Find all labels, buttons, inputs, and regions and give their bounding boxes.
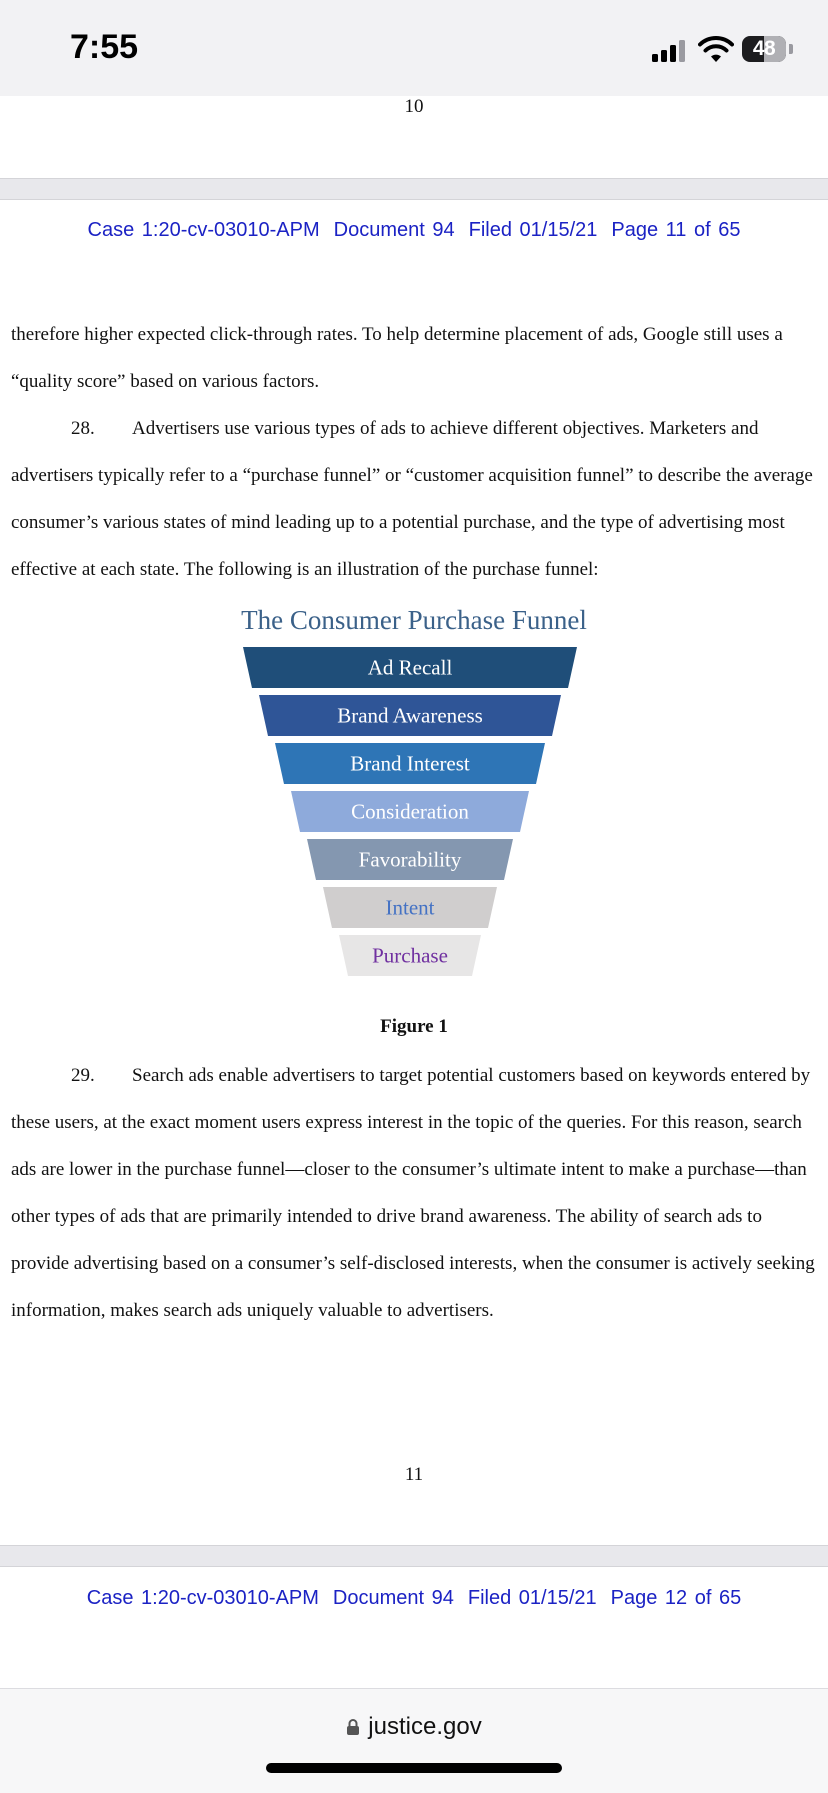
domain-text: justice.gov <box>368 1713 482 1740</box>
funnel-stage <box>323 887 497 928</box>
battery-icon: 48 <box>742 36 786 62</box>
home-indicator[interactable] <box>266 1763 562 1773</box>
page-separator <box>0 178 828 200</box>
document-number: Document 94 <box>333 219 455 241</box>
paragraph-text: Search ads enable advertisers to target … <box>11 1065 815 1321</box>
funnel-stage-label: Consideration <box>351 800 469 824</box>
funnel-stage <box>307 839 513 880</box>
paragraph-number: 29. <box>71 1065 95 1086</box>
battery-level: 48 <box>752 37 776 60</box>
prev-page-number: 10 <box>404 96 424 117</box>
funnel-stage <box>243 647 577 688</box>
funnel-stage-label: Favorability <box>359 848 462 872</box>
paragraph-28: 28.Advertisers use various types of ads … <box>11 405 817 593</box>
funnel-stage <box>275 743 545 784</box>
funnel-stage-label: Brand Interest <box>350 752 470 776</box>
funnel-stage-label: Intent <box>386 896 435 920</box>
paragraph-29: 29.Search ads enable advertisers to targ… <box>11 1052 817 1334</box>
filed-date: Filed 01/15/21 <box>467 1587 597 1609</box>
browser-address-bar[interactable]: justice.gov <box>0 1688 828 1793</box>
filed-date: Filed 01/15/21 <box>468 219 598 241</box>
paragraph-continued: therefore higher expected click-through … <box>11 324 783 392</box>
paragraph-text: Advertisers use various types of ads to … <box>11 418 813 580</box>
page-header: Case 1:20-cv-03010-APM Document 94 Filed 0… <box>0 219 828 242</box>
case-number: Case 1:20-cv-03010-APM <box>86 1587 319 1609</box>
lock-icon <box>347 1719 360 1735</box>
url-display[interactable]: justice.gov <box>0 1713 828 1741</box>
page-count: Page 12 of 65 <box>610 1587 742 1609</box>
battery-tip <box>789 44 793 54</box>
paragraph-number: 28. <box>71 418 95 439</box>
status-time: 7:55 <box>70 28 139 66</box>
funnel-title: The Consumer Purchase Funnel <box>241 605 587 635</box>
case-number: Case 1:20-cv-03010-APM <box>87 219 320 241</box>
page-separator <box>0 1545 828 1567</box>
funnel-stage <box>339 935 481 976</box>
page-count: Page 11 of 65 <box>611 219 741 241</box>
funnel-stage-label: Ad Recall <box>368 656 453 680</box>
funnel-stage <box>291 791 529 832</box>
funnel-stage-label: Brand Awareness <box>337 704 483 728</box>
cellular-signal-icon <box>652 38 688 62</box>
document-number: Document 94 <box>332 1587 454 1609</box>
wifi-icon <box>698 36 734 62</box>
current-page-number: 11 <box>404 1464 424 1485</box>
next-page-header: Case 1:20-cv-03010-APM Document 94 Filed 0… <box>0 1587 828 1610</box>
status-bar: 7:55 48 <box>0 0 828 96</box>
funnel-stage <box>259 695 561 736</box>
figure-caption: Figure 1 <box>380 1016 448 1037</box>
funnel-stage-label: Purchase <box>372 944 448 968</box>
